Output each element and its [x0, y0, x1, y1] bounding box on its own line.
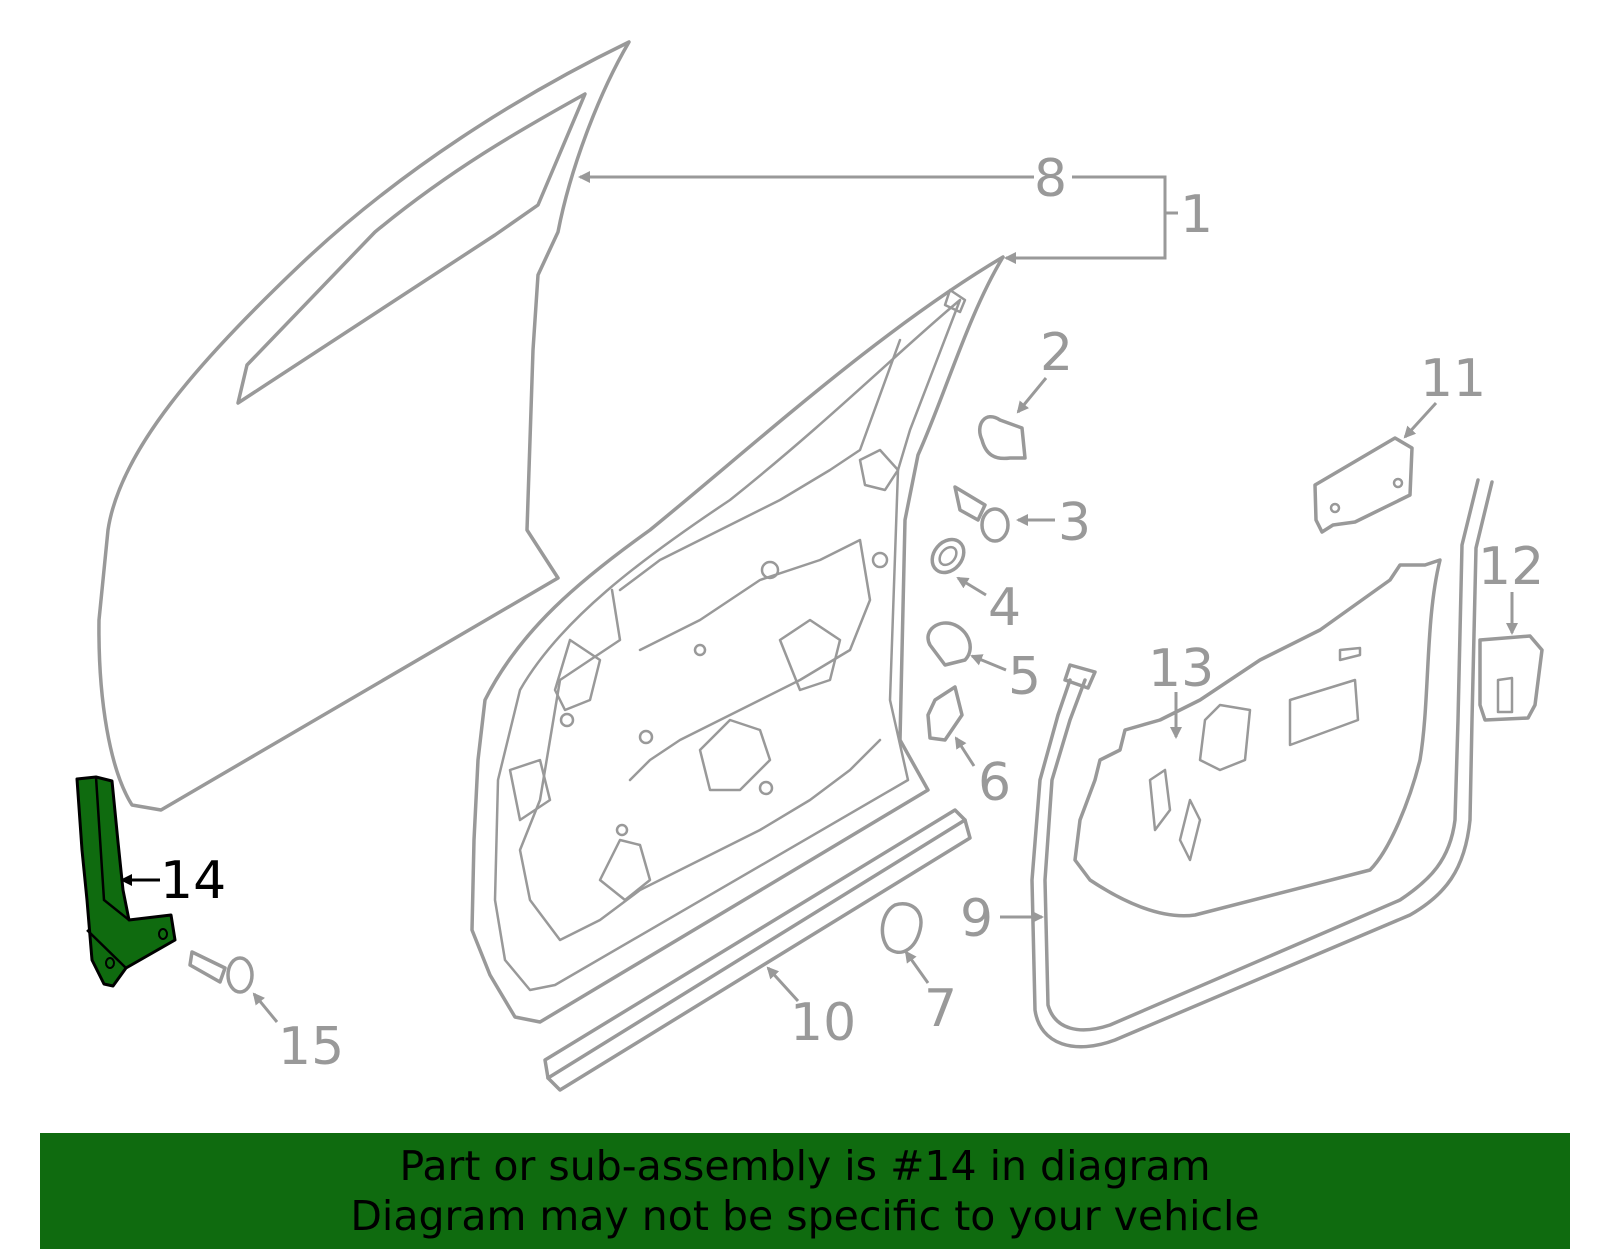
weatherstrip-part-9 [1030, 478, 1494, 1049]
banner-line-2: Diagram may not be specific to your vehi… [350, 1192, 1260, 1240]
plug-part-2 [978, 415, 1027, 461]
callout-6: 6 [978, 753, 1011, 813]
callout-14: 14 [160, 851, 226, 911]
callout-1: 1 [1180, 185, 1213, 245]
callout-8: 8 [1034, 149, 1067, 209]
callout-9: 9 [960, 889, 993, 949]
plug-part-5 [926, 621, 972, 667]
handle-part-11 [1313, 436, 1414, 534]
callout-7: 7 [924, 979, 957, 1039]
callout-3: 3 [1058, 493, 1091, 553]
callout-12: 12 [1478, 537, 1544, 597]
lower-moulding-part-10 [543, 808, 972, 1092]
callout-15: 15 [278, 1017, 344, 1077]
leader-lines [120, 171, 1518, 1023]
callout-11: 11 [1420, 349, 1486, 409]
door-glass-part-8 [97, 40, 631, 812]
bracket-part-12 [1478, 634, 1544, 722]
door-shell-part-1 [470, 255, 1005, 1024]
bolt-part-3 [953, 485, 1010, 543]
callout-10: 10 [790, 993, 856, 1053]
cap-part-7 [880, 902, 923, 954]
grommet-part-4 [930, 537, 966, 575]
bolt-part-15 [188, 950, 254, 994]
info-banner: Part or sub-assembly is #14 in diagram D… [40, 1133, 1570, 1249]
callout-2: 2 [1040, 323, 1073, 383]
callout-4: 4 [988, 578, 1021, 638]
callout-5: 5 [1008, 647, 1041, 707]
highlighted-part-14 [75, 775, 177, 988]
trim-panel-part-13 [1073, 558, 1442, 918]
cap-part-6 [926, 685, 964, 742]
callout-13: 13 [1148, 639, 1214, 699]
banner-line-1: Part or sub-assembly is #14 in diagram [399, 1142, 1211, 1190]
